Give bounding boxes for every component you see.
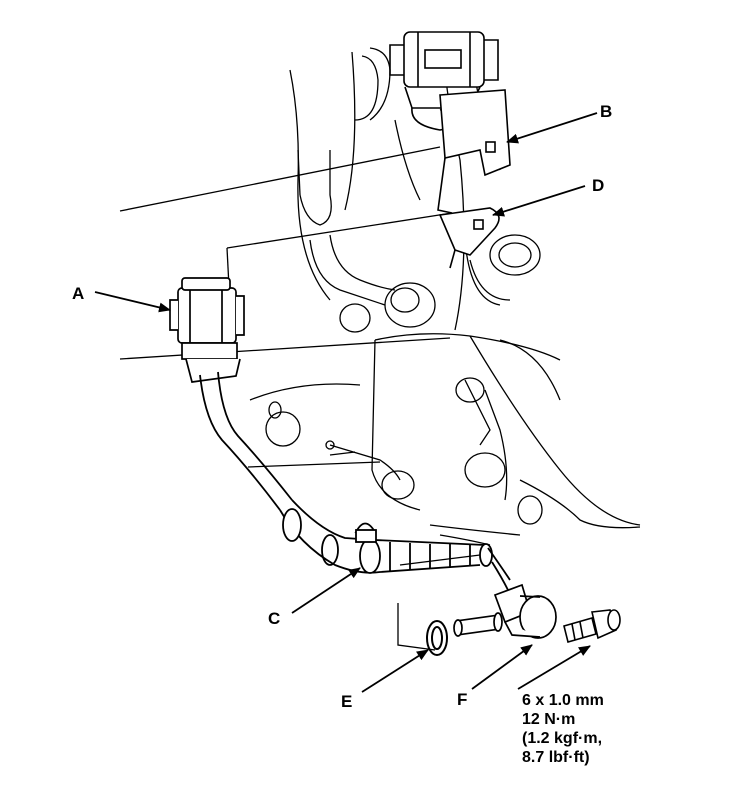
- mounting-bolt: [563, 609, 621, 643]
- leader-c: [291, 567, 361, 614]
- engine-block-outline: [119, 44, 641, 651]
- torque-spec-lbfft: 8.7 lbf·ft): [522, 749, 590, 766]
- label-a: A: [72, 284, 84, 303]
- leader-a: [94, 291, 171, 313]
- label-d: D: [592, 176, 604, 195]
- leader-d: [492, 185, 586, 217]
- torque-spec-nm: 12 N·m: [522, 711, 575, 728]
- label-f: F: [457, 690, 467, 709]
- torque-spec: 6 x 1.0 mm 12 N·m (1.2 kgf·m, 8.7 lbf·ft…: [522, 692, 604, 766]
- leader-bolt: [517, 645, 591, 690]
- leader-e: [361, 649, 429, 693]
- connector-a: [169, 277, 245, 383]
- torque-spec-kgfm: (1.2 kgf·m,: [522, 730, 602, 747]
- bracket-b: [437, 89, 511, 214]
- callout-labels: A B D C E F: [72, 102, 612, 711]
- label-b: B: [600, 102, 612, 121]
- harness-c: [199, 371, 511, 591]
- label-c: C: [268, 609, 280, 628]
- leader-b: [506, 112, 598, 144]
- torque-spec-size: 6 x 1.0 mm: [522, 692, 604, 709]
- o-ring-e: [426, 620, 448, 656]
- bracket-d: [438, 207, 500, 269]
- leader-f: [471, 644, 533, 690]
- label-e: E: [341, 692, 352, 711]
- leader-lines: [94, 112, 598, 693]
- sensor-f: [453, 583, 557, 639]
